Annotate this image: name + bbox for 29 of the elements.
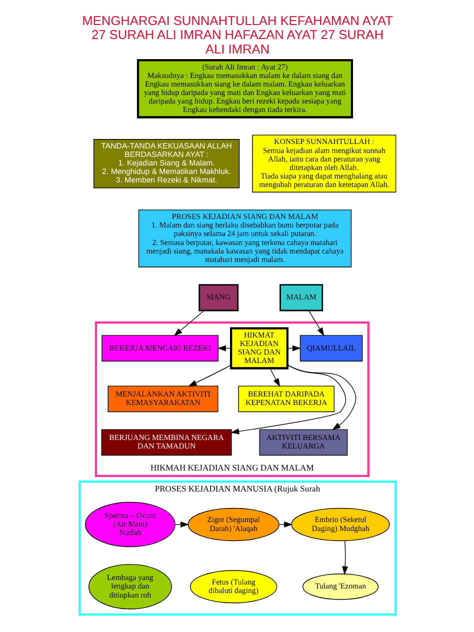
arrow <box>188 364 231 386</box>
node-box: BEREHAT DARIPADA KEPENATAN BEKERJA <box>238 386 334 412</box>
node-ellipse: Lembaga yang lengkap dan ditiupkan roh <box>88 564 172 610</box>
arrow <box>342 540 348 575</box>
node-ellipse: Tulang 'Ezoman <box>302 574 378 600</box>
node-box: (Surah Ali Imran : Ayat 27) Maksudnya : Engkau memasukkan malam ke dalam siang dan Engkau memasukkan siang ke dalam malam. Engkau keluarkan yang hidup daripada yang mati dan Engkau keluarkan yang mati daripada yang hidup. Engkau beri rezeki kepada sesiapa yang Engkau kehendaki dengan tiada terkira. <box>136 59 353 118</box>
node-box: PROSES KEJADIAN SIANG DAN MALAM 1. Malam dan siang berlaku disebabkan bumi berputar pada paksinya selama 24 jam untuk sekali putaran. 2. Semasa berputar, kawasan yang terkena cahaya matahari menjadi siang, manakala kawasan yang tidak mendapat cahaya matahari menjadi malam. <box>138 210 352 268</box>
node-box: BEKERJA MENCARI REZEKI <box>101 335 218 362</box>
node-box: BERJUANG MEMBINA NEGARA DAN TAMADUN <box>100 429 232 456</box>
node-box: QIAMULLAIL <box>299 335 362 362</box>
node-box: SIANG <box>198 284 238 312</box>
arrow <box>174 522 189 528</box>
arrow <box>173 310 204 336</box>
diagram-title: MENGHARGAI SUNNAHTULLAH KEFAHAMAN AYAT 27 SURAH ALI IMRAN HAFAZAN AYAT 27 SURAH ALI IMRAN <box>82 12 392 56</box>
node-ellipse: Zigot (Segumpal Darah) 'Alaqah <box>187 508 279 542</box>
arrow <box>230 364 346 434</box>
node-box: KONSEP SUNNAHTULLAH : Semua kejadian alam mengikut sunnah Allah, iaitu cara dan peraturan yang ditetapkan oleh Allah. Tiada siapa yang dapat menghalang atau mengubah peraturan dan ketetapan Allah. <box>252 134 396 192</box>
node-box: TANDA-TANDA KEKUASAAN ALLAH BERDASARKAN AYAT : 1. Kejadian Siang & Malam. 2. Menghidup & Mematikan Makhluk. 3. Memberi Rezeki & Nikmat. <box>92 139 240 188</box>
arrow <box>308 310 324 336</box>
arrow <box>269 368 280 387</box>
node-ellipse: Sperma – Ovum (Air Mani) Nutfah <box>84 502 175 548</box>
node-ellipse: Fetus (Tulang dibaluti daging) <box>190 570 277 604</box>
node-box: MALAM <box>279 284 323 312</box>
node-box: HIKMAT KEJADIAN SIANG DAN MALAM <box>230 327 288 370</box>
node-box: AKTIVITI BERSAMA KELUARGA <box>258 429 348 456</box>
node-box: MENJALANKAN AKTIVITI KEMASYARAKATAN <box>107 386 218 412</box>
arrow <box>286 364 356 430</box>
node-ellipse: Embrio (Seketul Daging) Mudghah <box>290 508 390 542</box>
arrow <box>278 522 292 528</box>
